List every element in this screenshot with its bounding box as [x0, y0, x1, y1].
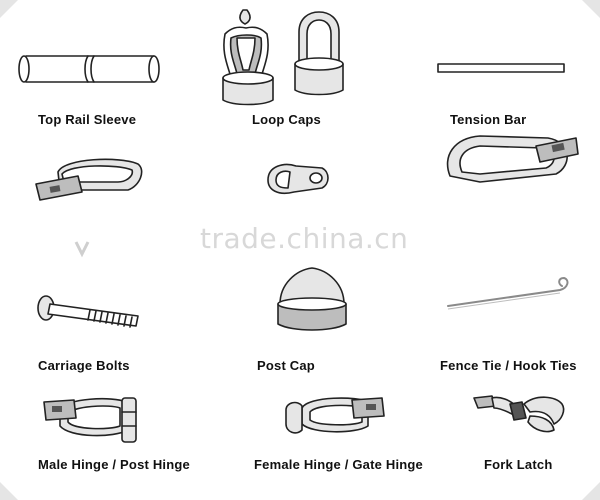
fence-tie-illustration: [447, 276, 569, 310]
fence-tie-label: Fence Tie / Hook Ties: [440, 358, 577, 373]
small-glyph-mark: [74, 241, 90, 258]
fork-latch-label: Fork Latch: [484, 457, 553, 472]
corner-arrow-bottom-left: [0, 482, 18, 500]
male-hinge-label: Male Hinge / Post Hinge: [38, 457, 190, 472]
male-hinge-illustration: [43, 397, 137, 443]
post-cap-illustration: [277, 267, 347, 331]
loop-caps-label: Loop Caps: [252, 112, 321, 127]
tension-bar-illustration: [437, 63, 565, 73]
carriage-bolt-illustration: [37, 295, 139, 328]
fork-latch-illustration: [473, 395, 565, 433]
corner-arrow-top-left: [0, 0, 18, 18]
corner-arrow-top-right: [582, 0, 600, 18]
watermark: trade.china.cn: [200, 222, 409, 255]
corner-arrow-bottom-right: [582, 482, 600, 500]
tension-band-illustration: [35, 158, 143, 201]
heavy-band-illustration: [446, 135, 579, 183]
top-rail-sleeve-label: Top Rail Sleeve: [38, 112, 137, 127]
female-hinge-label: Female Hinge / Gate Hinge: [254, 457, 423, 472]
post-cap-label: Post Cap: [257, 358, 315, 373]
carriage-bolts-label: Carriage Bolts: [38, 358, 130, 373]
brace-band-illustration: [267, 163, 329, 195]
top-rail-sleeve-illustration: [18, 55, 160, 83]
female-hinge-illustration: [285, 397, 385, 434]
loop-caps-illustration: [222, 9, 344, 106]
tension-bar-label: Tension Bar: [450, 112, 527, 127]
